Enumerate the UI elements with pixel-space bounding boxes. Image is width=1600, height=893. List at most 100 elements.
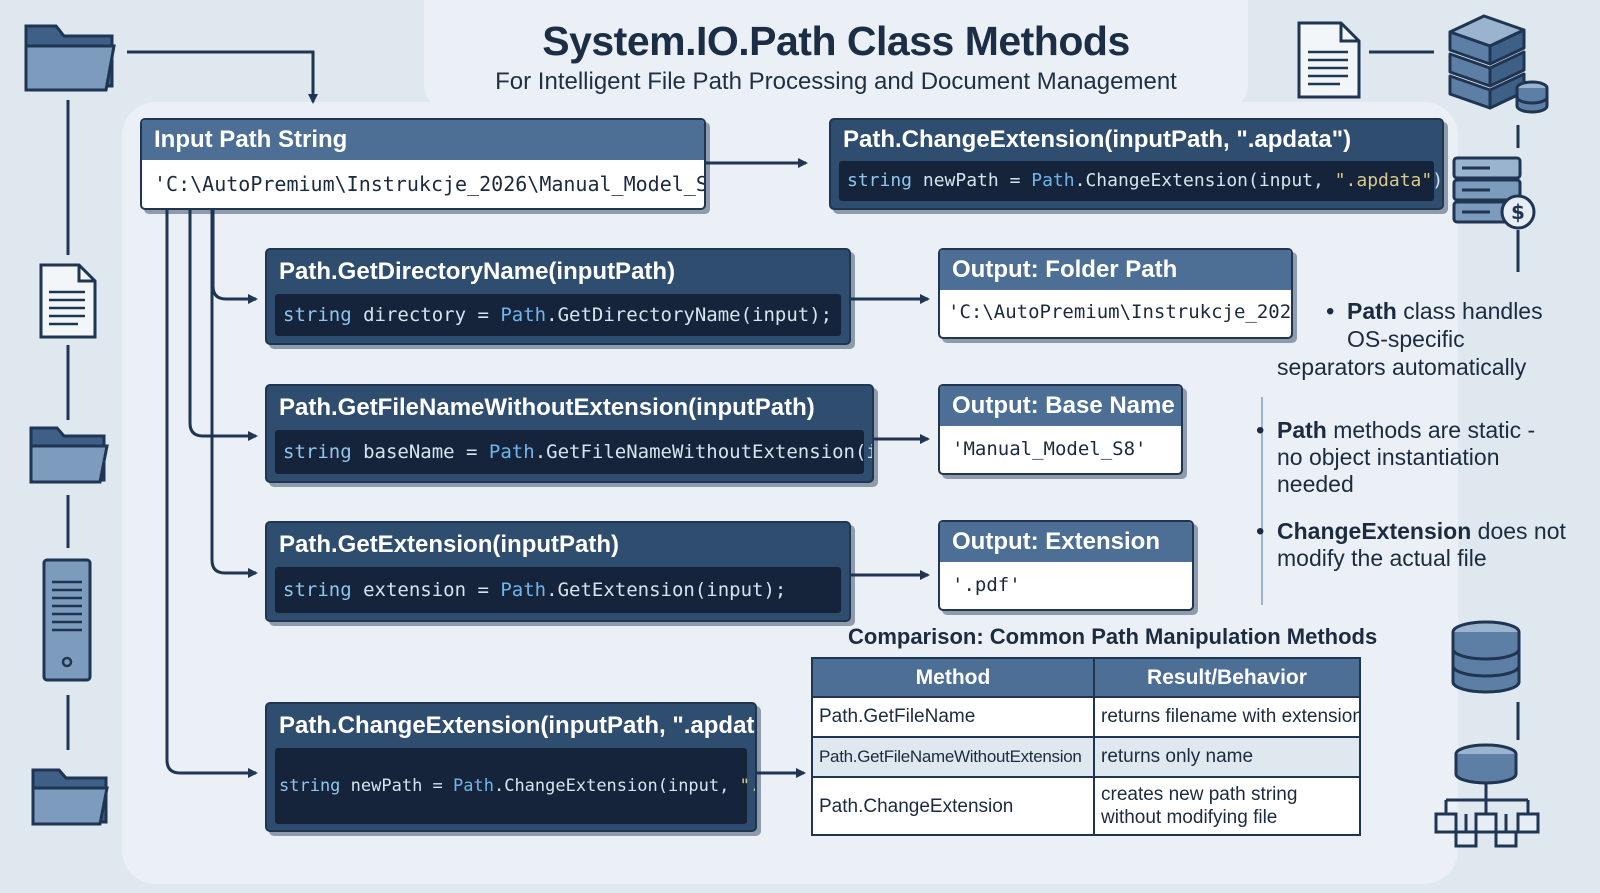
code-string-literal: ".apdata" <box>739 776 755 796</box>
table-cell-result-line-2: without modifying file <box>1101 807 1278 828</box>
output-label: Output: Base Name <box>940 386 1181 426</box>
code-variable: extension = <box>351 579 501 601</box>
table-cell-method: Path.ChangeExtension <box>811 776 1095 836</box>
code-string-literal: ".apdata" <box>1334 170 1433 191</box>
change-extension-top-title: Path.ChangeExtension(inputPath, ".apdata… <box>843 126 1352 153</box>
note-1-line-2: OS-specific <box>1347 326 1465 352</box>
comparison-title: Comparison: Common Path Manipulation Met… <box>848 624 1378 649</box>
code-class-name: Path <box>1031 170 1075 191</box>
note-2-line-3: needed <box>1277 471 1354 497</box>
code-class-name: Path <box>488 441 535 463</box>
table-row: Path.ChangeExtension creates new path st… <box>811 776 1361 836</box>
output-label: Output: Folder Path <box>940 250 1291 290</box>
code-variable: newPath = <box>912 170 1032 191</box>
method-title: Path.GetFileNameWithoutExtension(inputPa… <box>279 394 815 421</box>
code-method-call: .GetFileNameWithoutExtension(input); <box>534 441 872 463</box>
table-cell-result: returns filename with extension <box>1093 696 1361 738</box>
arrow-to-changeextension <box>165 210 258 778</box>
method-box-getextension: Path.GetExtension(inputPath) string exte… <box>265 521 851 622</box>
bullet-dot: • <box>1256 518 1265 545</box>
input-path-box: Input Path String 'C:\AutoPremium\Instru… <box>140 118 706 210</box>
database-icon <box>1451 620 1521 694</box>
note-2-line-1: Path methods are static - <box>1277 417 1535 444</box>
arrow-to-getfilenamewithoutextension <box>188 210 258 441</box>
output-box-extension: Output: Extension '.pdf' <box>938 520 1194 611</box>
output-value: 'C:\AutoPremium\Instrukcje_2026' <box>948 301 1293 323</box>
table-row: Path.GetFileName returns filename with e… <box>811 696 1361 738</box>
output-box-folder-path: Output: Folder Path 'C:\AutoPremium\Inst… <box>938 248 1293 339</box>
code-method-call: .ChangeExtension(input, <box>1074 170 1335 191</box>
output-value: 'Manual_Model_S8' <box>952 438 1147 460</box>
page-subtitle: For Intelligent File Path Processing and… <box>495 68 1177 95</box>
table-cell-method: Path.GetFileNameWithoutExtension <box>811 736 1095 778</box>
note-1-line-1: Path class handles <box>1347 298 1543 325</box>
page-title: System.IO.Path Class Methods <box>542 18 1130 64</box>
method-title: Path.GetDirectoryName(inputPath) <box>279 258 676 285</box>
table-cell-result-line-1: creates new path string <box>1101 784 1298 805</box>
folder-icon <box>31 768 109 826</box>
note-text: class handles <box>1396 298 1543 324</box>
code-type-keyword: string <box>847 170 913 191</box>
note-text: does not <box>1471 518 1566 544</box>
table-cell-result: returns only name <box>1093 736 1361 778</box>
input-path-value: 'C:\AutoPremium\Instrukcje_2026\Manual_M… <box>154 172 704 196</box>
server-tower-icon <box>42 558 92 682</box>
note-3-line-2: modify the actual file <box>1277 545 1487 571</box>
folder-icon <box>24 24 116 92</box>
note-bold: ChangeExtension <box>1277 518 1472 544</box>
change-extension-top-box: Path.ChangeExtension(inputPath, ".apdata… <box>829 118 1444 210</box>
network-hierarchy-icon <box>1434 743 1540 848</box>
method-box-getfilenamewithoutextension: Path.GetFileNameWithoutExtension(inputPa… <box>265 384 874 483</box>
note-1-line-3: separators automatically <box>1277 354 1527 380</box>
bullet-dot: • <box>1256 417 1265 444</box>
code-class-name: Path <box>453 776 494 796</box>
code-class-name: Path <box>500 579 547 601</box>
change-extension-top-code: string newPath = Path.ChangeExtension(in… <box>839 161 1442 201</box>
bullet-dot: • <box>1326 298 1335 325</box>
code-type-keyword: string <box>279 776 341 796</box>
note-2-line-2: no object instantiation <box>1277 444 1500 470</box>
document-icon <box>1297 21 1361 99</box>
code-type-keyword: string <box>283 441 352 463</box>
method-title: Path.GetExtension(inputPath) <box>279 531 620 558</box>
code-type-keyword: string <box>283 304 352 326</box>
title-panel-background <box>424 0 1248 112</box>
code-variable: newPath = <box>340 776 454 796</box>
method-code: string extension = Path.GetExtension(inp… <box>275 567 841 613</box>
code-variable: directory = <box>351 304 501 326</box>
method-code: string newPath = Path.ChangeExtension(in… <box>275 748 755 824</box>
arrow-to-getextension <box>210 210 258 578</box>
table-row: Path.GetFileNameWithoutExtension returns… <box>811 736 1361 778</box>
method-box-getdirectoryname: Path.GetDirectoryName(inputPath) string … <box>265 248 851 345</box>
code-type-keyword: string <box>283 579 352 601</box>
method-code: string baseName = Path.GetFileNameWithou… <box>275 430 872 474</box>
code-method-call: .GetExtension(input); <box>546 579 787 601</box>
comparison-table: Method Result/Behavior Path.GetFileName … <box>811 657 1361 836</box>
document-icon <box>39 263 97 339</box>
method-code: string directory = Path.GetDirectoryName… <box>275 294 841 336</box>
code-end: ); <box>1432 170 1444 191</box>
svg-text:$: $ <box>1511 200 1525 224</box>
method-title: Path.ChangeExtension(inputPath, ".apdata… <box>279 712 757 739</box>
code-method-call: .GetDirectoryName(input); <box>546 304 833 326</box>
input-path-label: Input Path String <box>142 120 704 160</box>
server-stack-icon <box>1448 14 1549 114</box>
folder-icon <box>29 426 109 484</box>
table-header-row: Method Result/Behavior <box>811 657 1361 698</box>
billing-server-icon: $ <box>1452 156 1536 230</box>
method-box-changeextension: Path.ChangeExtension(inputPath, ".apdata… <box>265 702 757 832</box>
output-box-base-name: Output: Base Name 'Manual_Model_S8' <box>938 384 1183 475</box>
arrow-to-getdirectoryname <box>211 210 258 304</box>
note-bold: Path <box>1277 417 1327 443</box>
note-3-line-1: ChangeExtension does not <box>1277 518 1566 545</box>
table-header-result: Result/Behavior <box>1093 657 1361 698</box>
code-method-call: .ChangeExtension(input, <box>493 776 740 796</box>
table-cell-method: Path.GetFileName <box>811 696 1095 738</box>
code-class-name: Path <box>500 304 547 326</box>
output-value: '.pdf' <box>952 574 1021 596</box>
arrow-folder-to-input <box>127 50 318 104</box>
code-variable: baseName = <box>351 441 489 463</box>
